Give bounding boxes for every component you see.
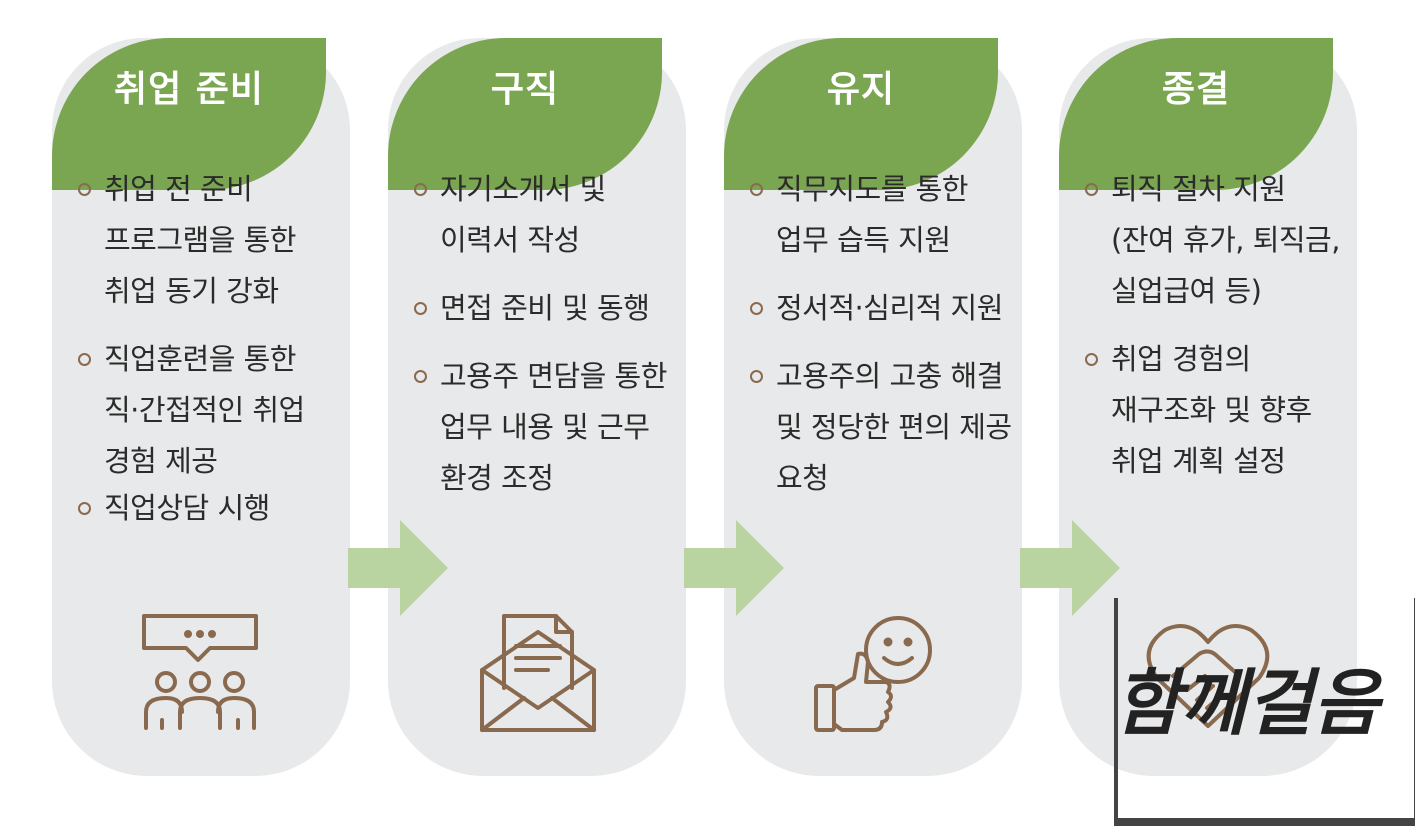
group-chat-icon (142, 614, 258, 730)
stage-title: 유지 (826, 69, 896, 110)
circle-bullet-icon (414, 183, 427, 196)
arrow-right-icon (684, 520, 784, 616)
circle-bullet-icon (750, 302, 763, 315)
stage-title: 종결 (1161, 69, 1231, 110)
circle-bullet-icon (78, 502, 91, 515)
circle-bullet-icon (414, 302, 427, 315)
svg-text:함께걸음: 함께걸음 (1114, 660, 1384, 745)
circle-bullet-icon (750, 370, 763, 383)
card-header-tab (1059, 38, 1333, 190)
arrow-right-icon (348, 520, 448, 616)
stage-title: 취업 준비 (113, 69, 264, 110)
circle-bullet-icon (1085, 183, 1098, 196)
circle-bullet-icon (78, 353, 91, 366)
list-item: 정서적·심리적 지원 (750, 283, 1022, 334)
circle-bullet-icon (750, 183, 763, 196)
stage-title: 구직 (490, 69, 560, 110)
card-header-tab (52, 38, 326, 190)
list-item: 면접 준비 및 동행 (414, 283, 686, 334)
brand-logo: 함께걸음 (1114, 660, 1384, 745)
card-header-tab (724, 38, 998, 190)
card-header-tab (388, 38, 662, 190)
envelope-document-icon (480, 614, 596, 732)
thumbs-up-smile-icon (814, 616, 932, 732)
arrow-right-icon (1020, 520, 1120, 616)
circle-bullet-icon (1085, 353, 1098, 366)
list-item: 직업상담 시행 (78, 483, 350, 534)
handshake-heart-icon (1146, 624, 1270, 728)
circle-bullet-icon (414, 370, 427, 383)
list-item: 퇴직 절차 지원(잔여 휴가, 퇴직금,실업급여 등) (1085, 164, 1357, 317)
circle-bullet-icon (78, 183, 91, 196)
